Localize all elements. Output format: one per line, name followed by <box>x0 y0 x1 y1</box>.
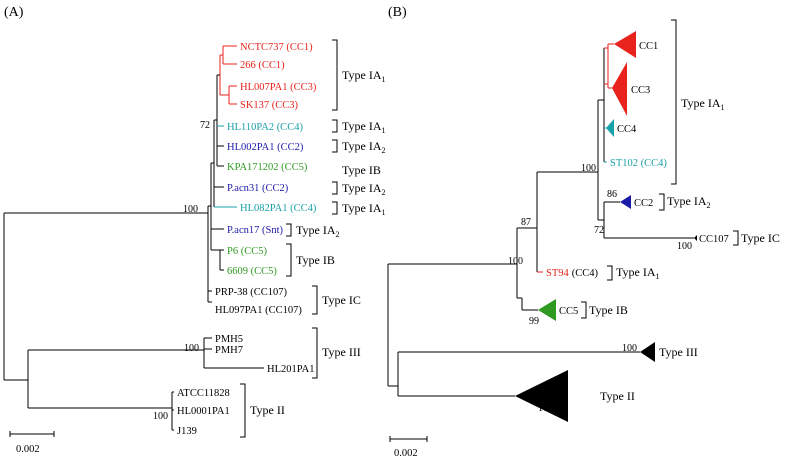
clade-triangle-cc2 <box>620 195 631 209</box>
group-label: Type IB <box>342 163 381 177</box>
clade-label-cc5: CC5 <box>559 306 578 317</box>
taxon-266: 266 (CC1) <box>240 60 285 71</box>
panel-a-text: (A) NCTC737 (CC1) 266 (CC1) HL007PA1 (CC… <box>4 5 385 455</box>
clade-label-cc2: CC2 <box>634 198 653 209</box>
bootstrap-72: 72 <box>200 120 210 131</box>
red-clade-branches <box>219 45 237 105</box>
taxon-hl082pa1: HL082PA1 (CC4) <box>240 203 317 214</box>
bootstrap-100-type-iii: 100 <box>184 343 199 354</box>
clade-triangle-cc3 <box>612 62 627 116</box>
clade-triangle-cc4 <box>606 119 614 137</box>
taxon-hl0001pa1: HL0001PA1 <box>177 406 230 417</box>
bootstrap-100-type-ii: 100 <box>538 403 553 414</box>
clade-label-cc1: CC1 <box>639 41 658 52</box>
clade-label-cc107: CC107 <box>699 234 729 245</box>
group-label: Type IA1 <box>342 201 385 217</box>
group-label: Type IA1 <box>342 119 385 135</box>
group-label: Type IB <box>589 303 628 317</box>
bootstrap-86: 86 <box>607 189 617 200</box>
scale-label-a: 0.002 <box>16 444 40 455</box>
clade-triangle-cc5 <box>538 299 556 321</box>
taxon-sk137: SK137 (CC3) <box>240 100 299 111</box>
taxon-hl002pa1: HL002PA1 (CC2) <box>227 142 304 153</box>
group-label: Type III <box>659 345 698 359</box>
group-label: Type II <box>600 389 635 403</box>
panel-a-brackets <box>240 39 338 438</box>
clade-triangle-type-iii <box>640 342 655 362</box>
group-label: Type IA2 <box>342 181 385 197</box>
taxon-atcc11828: ATCC11828 <box>177 388 230 399</box>
group-label: Type IA1 <box>342 68 385 84</box>
taxon-hl097pa1: HL097PA1 (CC107) <box>215 305 302 316</box>
clade-label-st94: ST94(CC4) <box>546 268 599 279</box>
group-label: Type II <box>250 403 285 417</box>
group-label: Type IA2 <box>296 223 339 239</box>
taxon-prp38: PRP-38 (CC107) <box>215 287 288 298</box>
taxon-pmh7: PMH7 <box>215 345 243 356</box>
group-label: Type IA1 <box>616 265 659 281</box>
taxon-hl007pa1: HL007PA1 (CC3) <box>240 82 317 93</box>
bootstrap-100-mid: 100 <box>508 256 523 267</box>
clade-label-cc4: CC4 <box>617 124 637 135</box>
group-label: Type IA2 <box>667 194 710 210</box>
clade-triangle-type-ii <box>515 370 568 422</box>
panel-b <box>387 43 694 442</box>
bootstrap-100-cc107: 100 <box>677 241 692 252</box>
clade-triangle-cc1 <box>614 31 636 58</box>
bootstrap-100-type-iii: 100 <box>622 343 637 354</box>
bootstrap-87: 87 <box>521 217 531 228</box>
scale-label-b: 0.002 <box>394 448 418 459</box>
panel-b-label: (B) <box>388 5 407 20</box>
taxon-j139: J139 <box>177 426 197 437</box>
panel-a <box>3 45 264 437</box>
taxon-pmh5: PMH5 <box>215 334 243 345</box>
taxon-pacn17: P.acn17 (Snt) <box>227 225 284 236</box>
group-label: Type III <box>322 345 361 359</box>
panel-b-brackets <box>581 19 739 319</box>
group-label: Type IC <box>322 293 361 307</box>
taxon-nctc737: NCTC737 (CC1) <box>240 42 313 53</box>
group-label: Type IC <box>741 231 780 245</box>
group-label: Type IB <box>296 253 335 267</box>
taxon-p6: P6 (CC5) <box>227 246 267 257</box>
taxon-pacn31: P.acn31 (CC2) <box>227 183 289 194</box>
clade-label-cc3: CC3 <box>631 85 650 96</box>
clade-label-st102: ST102 (CC4) <box>610 158 667 169</box>
taxon-hl110pa2: HL110PA2 (CC4) <box>227 122 303 133</box>
bootstrap-99: 99 <box>529 316 539 327</box>
bootstrap-72: 72 <box>594 225 604 236</box>
group-label: Type IA1 <box>681 96 724 112</box>
panel-b-text: (B) CC1 CC3 CC4 ST102 (CC4) CC2 CC107 ST… <box>388 5 780 459</box>
taxon-kpa171202: KPA171202 (CC5) <box>227 162 308 173</box>
panel-a-label: (A) <box>4 5 24 20</box>
clade-triangle-cc107 <box>694 235 697 241</box>
taxon-6609: 6609 (CC5) <box>227 266 277 277</box>
panel-b-clade-triangles <box>515 31 697 422</box>
bootstrap-100-type-ii: 100 <box>153 411 168 422</box>
bootstrap-100-main: 100 <box>183 204 198 215</box>
bootstrap-100-top: 100 <box>581 163 596 174</box>
taxon-hl201pa1: HL201PA1 <box>267 364 314 375</box>
group-label: Type IA2 <box>342 139 385 155</box>
